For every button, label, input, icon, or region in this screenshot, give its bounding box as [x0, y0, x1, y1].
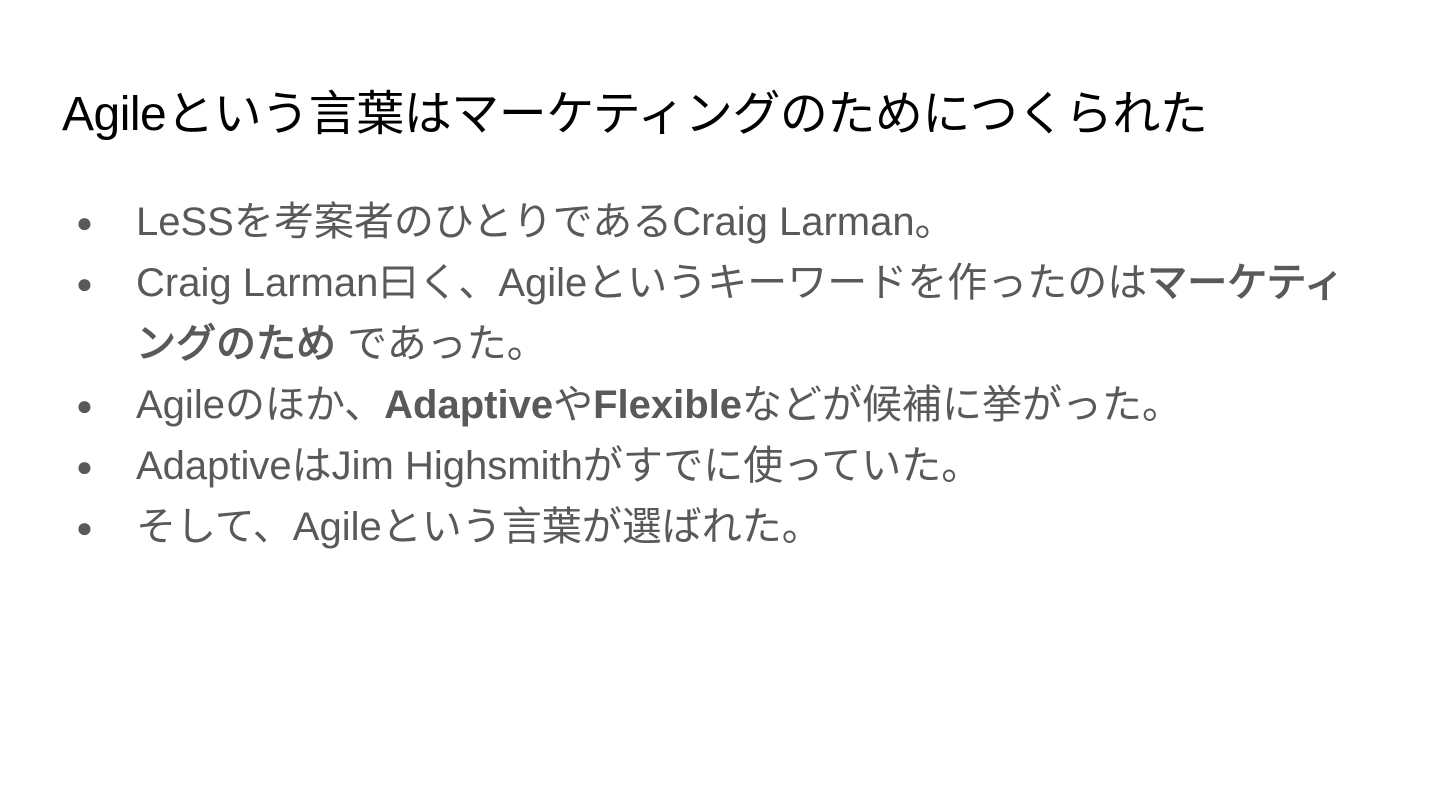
bullet-dot-icon: ●	[76, 512, 93, 543]
bullet-list: ● LeSSを考案者のひとりであるCraig Larman。 ● Craig L…	[70, 192, 1360, 558]
bullet-text-part: Craig Larman曰く、Agileというキーワードを作ったのは	[136, 261, 1148, 305]
bullet-dot-icon: ●	[76, 207, 93, 238]
bullet-text-part: などが候補に挙がった。	[742, 383, 1183, 427]
bullet-text: AdaptiveはJim Highsmithがすでに使っていた。	[136, 444, 982, 488]
bullet-text: LeSSを考案者のひとりであるCraig Larman。	[136, 200, 955, 244]
bullet-text-bold: Adaptive	[384, 383, 554, 427]
bullet-text-bold: マーケティングのため	[136, 261, 1345, 366]
bullet-text-part: Agileのほか、	[136, 383, 385, 427]
slide-title: Agileという言葉はマーケティングのためにつくられた	[62, 88, 1208, 141]
bullet-dot-icon: ●	[76, 390, 93, 421]
bullet-item: ● そして、Agileという言葉が選ばれた。	[70, 497, 1360, 558]
bullet-item: ● Craig Larman曰く、Agileというキーワードを作ったのはマーケテ…	[70, 253, 1360, 375]
bullet-text-bold: Flexible	[593, 383, 743, 427]
bullet-text: Agileのほか、AdaptiveやFlexibleなどが候補に挙がった。	[136, 375, 1360, 436]
bullet-dot-icon: ●	[76, 451, 93, 482]
bullet-item: ● Agileのほか、AdaptiveやFlexibleなどが候補に挙がった。	[70, 375, 1360, 436]
bullet-text: そして、Agileという言葉が選ばれた。	[136, 505, 822, 549]
bullet-text-part: や	[553, 383, 594, 427]
bullet-text: Craig Larman曰く、Agileというキーワードを作ったのはマーケティン…	[136, 253, 1360, 375]
bullet-dot-icon: ●	[76, 268, 93, 299]
bullet-item: ● AdaptiveはJim Highsmithがすでに使っていた。	[70, 436, 1360, 497]
bullet-text-part: であった。	[336, 322, 547, 366]
bullet-item: ● LeSSを考案者のひとりであるCraig Larman。	[70, 192, 1360, 253]
